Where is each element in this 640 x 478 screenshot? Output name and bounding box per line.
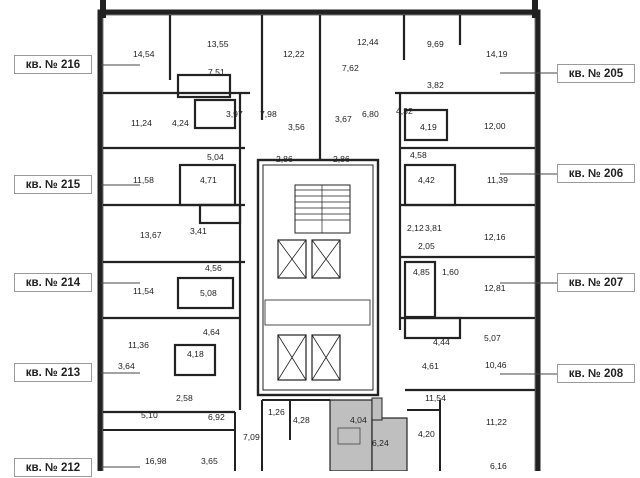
room-area: 11,36 [128, 340, 149, 350]
room-area: 1,60 [442, 267, 459, 277]
apartment-label-212: кв. № 212 [14, 458, 92, 477]
room-area: 12,44 [357, 37, 379, 47]
room-area: 5,07 [484, 333, 501, 343]
room-area: 5,08 [200, 288, 217, 298]
room-area: 6,16 [490, 461, 507, 471]
room-area: 7,09 [243, 432, 260, 442]
room-area: 4,19 [420, 122, 437, 132]
room-area: 14,19 [486, 49, 508, 59]
room-area: 2,12 [407, 223, 424, 233]
room-area: 12,16 [484, 232, 506, 242]
room-area: 13,67 [140, 230, 162, 240]
room-area: 2,86 [276, 154, 293, 164]
room-area: 14,54 [133, 49, 155, 59]
room-area: 2,05 [418, 241, 435, 251]
room-area: 6,24 [372, 438, 389, 448]
room-area: 7,98 [260, 109, 277, 119]
room-area: 6,92 [208, 412, 225, 422]
room-area: 3,56 [288, 122, 305, 132]
room-area: 6,80 [362, 109, 379, 119]
room-area: 2,58 [176, 393, 193, 403]
room-area: 2,86 [333, 154, 350, 164]
room-area: 4,71 [200, 175, 217, 185]
room-area: 3,97 [226, 109, 243, 119]
room-area: 5,04 [207, 152, 224, 162]
room-area: 12,81 [484, 283, 506, 293]
apartment-label-216: кв. № 216 [14, 55, 92, 74]
room-area: 3,82 [427, 80, 444, 90]
room-area: 1,26 [268, 407, 285, 417]
interior-walls [103, 15, 535, 414]
roof-corners [100, 0, 538, 18]
room-area: 10,46 [485, 360, 507, 370]
apartment-label-213: кв. № 213 [14, 363, 92, 382]
room-area: 3,41 [190, 226, 207, 236]
highlighted-unit [329, 397, 408, 471]
apartment-label-206: кв. № 206 [557, 164, 635, 183]
room-area: 11,39 [487, 175, 508, 185]
room-area: 4,44 [433, 337, 450, 347]
building-core [256, 158, 380, 397]
room-area: 12,22 [283, 49, 305, 59]
room-area: 4,42 [418, 175, 435, 185]
room-area: 4,61 [422, 361, 439, 371]
room-area: 3,65 [201, 456, 218, 466]
room-area: 16,98 [145, 456, 167, 466]
room-area: 4,20 [418, 429, 435, 439]
room-area: 4,28 [293, 415, 310, 425]
room-area: 11,54 [425, 393, 446, 403]
apartment-label-207: кв. № 207 [557, 273, 635, 292]
apartment-label-214: кв. № 214 [14, 273, 92, 292]
room-area: 4,32 [396, 106, 413, 116]
room-area: 4,64 [203, 327, 220, 337]
room-area: 4,56 [205, 263, 222, 273]
apartment-label-205: кв. № 205 [557, 64, 635, 83]
lower-walls [103, 399, 441, 471]
room-area: 11,22 [486, 417, 507, 427]
room-area: 5,10 [141, 410, 158, 420]
room-area: 9,69 [427, 39, 444, 49]
room-area: 3,64 [118, 361, 135, 371]
room-area: 3,81 [425, 223, 442, 233]
room-area: 3,67 [335, 114, 352, 124]
room-area: 7,51 [208, 67, 225, 77]
room-area: 11,54 [133, 286, 154, 296]
leader-lines [101, 64, 560, 468]
apartment-label-215: кв. № 215 [14, 175, 92, 194]
room-area: 11,58 [133, 175, 154, 185]
apartment-label-208: кв. № 208 [557, 364, 635, 383]
room-area: 4,18 [187, 349, 204, 359]
room-area: 13,55 [207, 39, 229, 49]
room-area: 4,85 [413, 267, 430, 277]
room-area: 7,62 [342, 63, 359, 73]
room-area: 4,04 [350, 415, 367, 425]
room-area: 11,24 [131, 118, 152, 128]
room-area: 4,24 [172, 118, 189, 128]
room-areas: 14,54 13,55 12,22 12,44 9,69 14,19 7,51 … [118, 37, 508, 471]
room-area: 12,00 [484, 121, 506, 131]
room-area: 4,58 [410, 150, 427, 160]
